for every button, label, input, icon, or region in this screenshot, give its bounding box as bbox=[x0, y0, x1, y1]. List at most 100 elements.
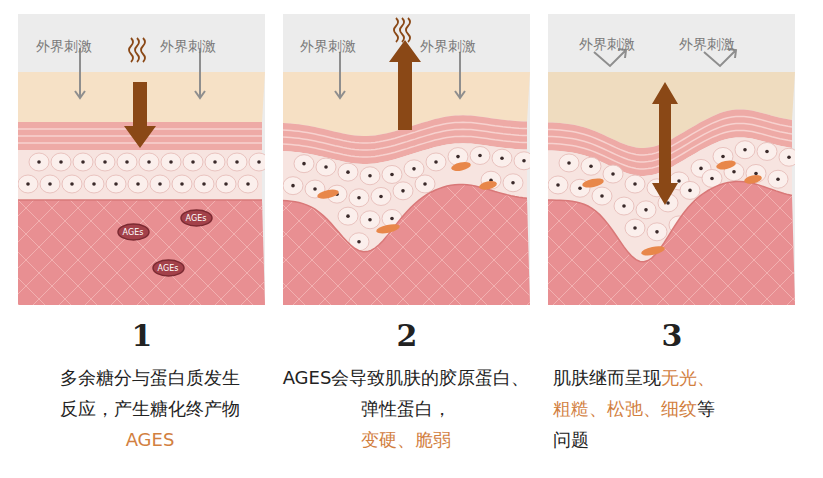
damaged-collagen bbox=[640, 244, 665, 257]
skin-cell bbox=[338, 207, 358, 225]
cell-nucleus bbox=[699, 167, 703, 171]
cell-nucleus bbox=[732, 170, 736, 174]
cell-nucleus bbox=[787, 155, 791, 159]
skin-cell bbox=[161, 153, 181, 171]
collagen-fibres bbox=[548, 182, 795, 306]
cell-nucleus bbox=[412, 167, 416, 171]
skin-cell bbox=[150, 175, 170, 193]
cell-nucleus bbox=[257, 160, 261, 164]
skin-panel bbox=[18, 14, 269, 305]
cell-nucleus bbox=[765, 150, 769, 154]
cell-nucleus bbox=[677, 179, 681, 183]
skin-cell bbox=[360, 211, 380, 229]
skin-cell bbox=[735, 141, 755, 159]
cell-nucleus bbox=[578, 186, 582, 190]
skin-cell bbox=[382, 165, 402, 183]
cell-nucleus bbox=[313, 187, 317, 191]
skin-cell bbox=[183, 153, 203, 171]
cell-nucleus bbox=[600, 194, 604, 198]
panel-ground bbox=[18, 14, 265, 305]
cell-nucleus bbox=[511, 181, 515, 185]
cell-nucleus bbox=[59, 160, 63, 164]
skin-cell bbox=[205, 153, 225, 171]
cell-nucleus bbox=[169, 160, 173, 164]
panel-ground bbox=[548, 14, 795, 305]
stimulus-label: 外界刺激 bbox=[679, 36, 735, 54]
force-arrow bbox=[124, 82, 156, 148]
heat-symbol bbox=[400, 18, 404, 42]
damaged-collagen bbox=[375, 222, 400, 235]
stimulus-label: 外界刺激 bbox=[36, 38, 92, 56]
cell-nucleus bbox=[567, 161, 571, 165]
skin-cell bbox=[614, 197, 634, 215]
damaged-collagen bbox=[316, 188, 339, 200]
particle-label: AGEs bbox=[186, 214, 207, 223]
skin-cell bbox=[294, 155, 314, 173]
highlight-text: 变硬、脆弱 bbox=[280, 424, 532, 455]
skin-cell bbox=[29, 153, 49, 171]
skin-cell bbox=[62, 175, 82, 193]
cell-nucleus bbox=[357, 196, 361, 200]
cell-nucleus bbox=[346, 214, 350, 218]
cell-nucleus bbox=[158, 182, 162, 186]
skin-cell bbox=[393, 182, 413, 200]
skin-cell bbox=[680, 181, 700, 199]
cell-nucleus bbox=[368, 218, 372, 222]
skin-cell bbox=[18, 175, 38, 193]
step-number: 3 bbox=[652, 318, 692, 353]
cell-nucleus bbox=[390, 217, 394, 221]
cell-nucleus bbox=[478, 154, 482, 158]
skin-cell bbox=[216, 175, 236, 193]
stimulus-arrow bbox=[455, 52, 465, 98]
cell-nucleus bbox=[125, 160, 129, 164]
skin-cell bbox=[249, 153, 265, 171]
step-number: 1 bbox=[122, 318, 162, 353]
cell-nucleus bbox=[390, 173, 394, 177]
cell-nucleus bbox=[721, 155, 725, 159]
cell-nucleus bbox=[180, 182, 184, 186]
cell-nucleus bbox=[147, 160, 151, 164]
particle-label: AGEs bbox=[123, 228, 144, 237]
skin-cell bbox=[139, 153, 159, 171]
heat-symbol bbox=[135, 38, 139, 62]
skin-cell bbox=[283, 177, 303, 195]
skin-cell bbox=[227, 153, 247, 171]
cell-nucleus bbox=[776, 177, 780, 181]
skin-panel bbox=[548, 14, 799, 305]
description-text: AGES会导致肌肤的胶原蛋白、弹性蛋白， bbox=[283, 367, 530, 419]
cell-nucleus bbox=[611, 172, 615, 176]
collagen-fibres bbox=[18, 200, 265, 305]
dermis-layer bbox=[548, 182, 795, 306]
stimulus-arrow bbox=[195, 48, 205, 98]
dermis-layer bbox=[18, 200, 265, 305]
cell-nucleus bbox=[324, 165, 328, 169]
cell-nucleus bbox=[48, 182, 52, 186]
cell-nucleus bbox=[202, 182, 206, 186]
skin-cell bbox=[360, 167, 380, 185]
cell-nucleus bbox=[191, 160, 195, 164]
skin-cell bbox=[316, 158, 336, 176]
panel-body bbox=[283, 14, 530, 305]
skin-cell bbox=[106, 175, 126, 193]
cell-nucleus bbox=[92, 182, 96, 186]
cell-nucleus bbox=[368, 174, 372, 178]
skin-cell bbox=[514, 152, 530, 170]
particle-label: AGEs bbox=[158, 264, 179, 273]
skin-cell bbox=[128, 175, 148, 193]
skin-cell bbox=[503, 174, 523, 192]
cell-nucleus bbox=[26, 182, 30, 186]
cell-nucleus bbox=[379, 195, 383, 199]
skin-cell bbox=[647, 223, 667, 241]
skin-cell bbox=[349, 189, 369, 207]
cell-nucleus bbox=[522, 159, 526, 163]
cell-nucleus bbox=[114, 182, 118, 186]
collagen-fibres bbox=[283, 185, 530, 306]
dermis-layer bbox=[283, 185, 530, 306]
cell-nucleus bbox=[622, 204, 626, 208]
cell-nucleus bbox=[644, 208, 648, 212]
skin-cell bbox=[625, 175, 645, 193]
skin-cell bbox=[768, 170, 788, 188]
cell-nucleus bbox=[456, 155, 460, 159]
skin-cell bbox=[73, 153, 93, 171]
cell-nucleus bbox=[224, 182, 228, 186]
